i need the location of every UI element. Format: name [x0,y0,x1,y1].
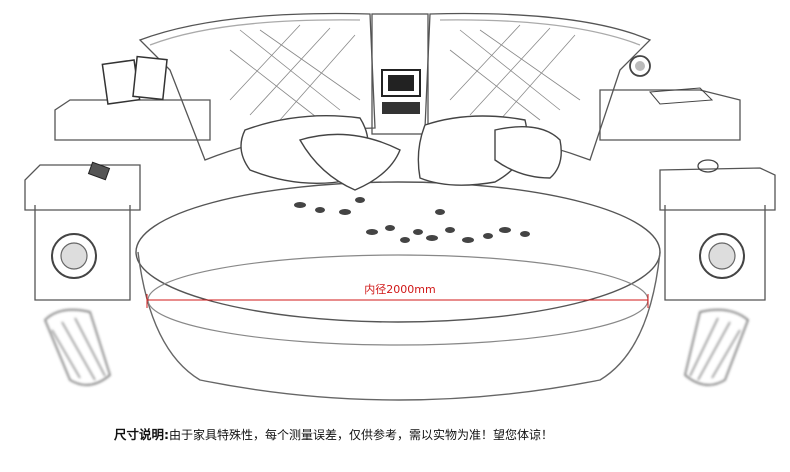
dimension-label: 内径2000mm [364,283,436,296]
tufting-left [229,24,361,121]
side-table-left [24,99,211,301]
bed-mattress [135,181,661,401]
phone [87,161,111,181]
size-note: 尺寸说明:由于家具特殊性，每个测量误差，仅供参考，需以实物为准！望您体谅！ [114,424,553,443]
bed-leg-left [44,309,111,386]
side-table-right [599,89,776,301]
speaker-left [51,233,97,279]
speaker-right [699,233,745,279]
cup [697,159,719,173]
speaker-top-right [629,55,651,77]
size-note-text: 由于家具特殊性，每个测量误差，仅供参考，需以实物为准！望您体谅！ [169,428,554,442]
magazines [648,87,714,105]
center-console [371,13,429,135]
dimension-line [146,294,649,308]
rose-petals [294,197,530,243]
bed-leg-right [684,309,749,386]
pillows [240,115,562,191]
size-note-title: 尺寸说明: [114,427,169,442]
tufting-right [449,24,581,121]
photo-frames [101,55,168,105]
